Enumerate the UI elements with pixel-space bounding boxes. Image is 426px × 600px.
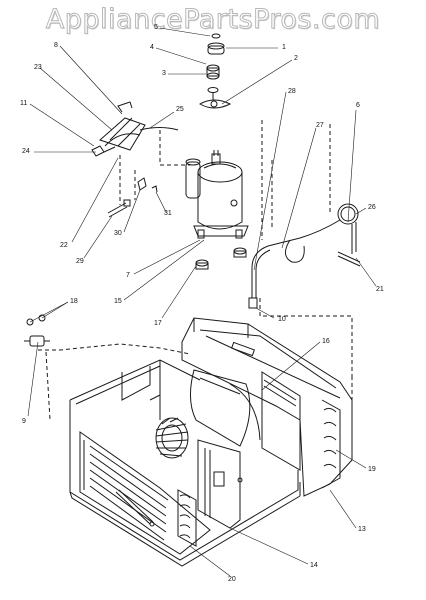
callout-23: 23: [34, 64, 42, 71]
callout-4: 4: [150, 44, 154, 51]
overload-protector: [24, 315, 190, 354]
callout-25: 25: [176, 106, 184, 113]
refrigerant-tubing: [249, 120, 360, 308]
callout-28: 28: [288, 88, 296, 95]
callout-17: 17: [154, 320, 162, 327]
callout-13: 13: [358, 526, 366, 533]
fan-motor-assembly: [92, 102, 190, 205]
callout-20: 20: [228, 576, 236, 583]
callout-29: 29: [76, 258, 84, 265]
callout-3: 3: [162, 70, 166, 77]
callout-5: 5: [154, 24, 158, 31]
callout-26: 26: [368, 204, 376, 211]
callout-9: 9: [22, 418, 26, 425]
callout-8: 8: [54, 42, 58, 49]
grommet-stack: [200, 34, 230, 108]
callout-16: 16: [322, 338, 330, 345]
callout-7: 7: [126, 272, 130, 279]
chassis-assembly: [46, 298, 352, 566]
callout-11: 11: [20, 100, 28, 107]
callout-30: 30: [114, 230, 122, 237]
callout-10: 10: [278, 316, 286, 323]
callout-21: 21: [376, 286, 384, 293]
callout-27: 27: [316, 122, 324, 129]
compressor: [186, 150, 248, 269]
callout-2: 2: [294, 55, 298, 62]
callout-14: 14: [310, 562, 318, 569]
callout-24: 24: [22, 148, 30, 155]
callout-15: 15: [114, 298, 122, 305]
capacitor-hardware: [108, 178, 157, 217]
callout-22: 22: [60, 242, 68, 249]
callout-31: 31: [164, 210, 172, 217]
callout-19: 19: [368, 466, 376, 473]
callout-1: 1: [282, 44, 286, 51]
leader-lines: [28, 28, 376, 576]
callout-18: 18: [70, 298, 78, 305]
callout-6: 6: [356, 102, 360, 109]
